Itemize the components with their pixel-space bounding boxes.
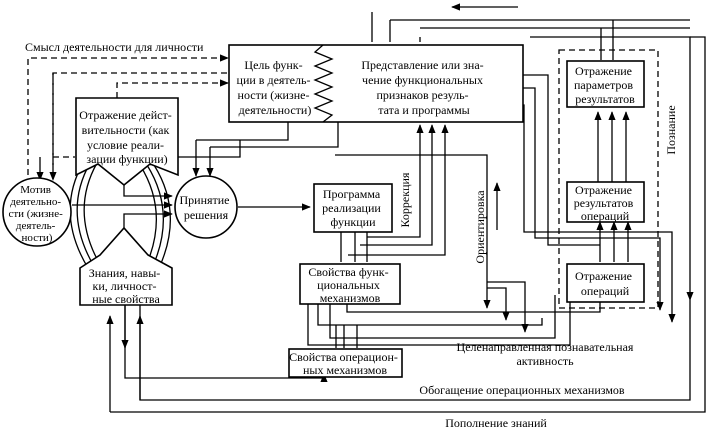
result-params-box (566, 60, 645, 108)
motive-text: Мотив деятельно- сти (жизне- деятель- но… (8, 184, 65, 244)
orientation-arrow (335, 154, 491, 309)
orient-link-3 (487, 281, 529, 333)
representation-text: Представление или зна- чение функциональ… (361, 58, 486, 117)
functional-mechanisms-box (299, 263, 401, 305)
correction-arrow-2 (360, 124, 436, 246)
purposeful-activity-label-2: активность (516, 354, 574, 368)
cognition-label: Познание (664, 105, 678, 154)
fm-line-3 (307, 300, 571, 346)
correction-label: Коррекция (398, 172, 412, 227)
rep-right-2 (523, 87, 664, 311)
link-c (196, 122, 289, 141)
operational-mechanisms-text: Свойства операцион- ных механизмов (289, 350, 401, 377)
operation-results-box (566, 181, 645, 223)
program-text: Программа реализации функции (322, 187, 384, 229)
purposeful-activity-label-1: Целенаправленная познавательная (457, 340, 634, 354)
goal-representation-box (228, 44, 524, 123)
reality-reflection-text: Отражение дейст- вительности (как услови… (79, 108, 174, 166)
meaning-arrow (27, 54, 229, 175)
meaning-label: Смысл деятельности для личности (25, 40, 204, 54)
orientation-label: Ориентировка (473, 190, 487, 264)
operations-text: Отражение операций (575, 269, 635, 298)
operation-results-text: Отражение результатов операций (574, 183, 637, 223)
knowledge-text: Знания, навы- ки, личност- ные свойства (89, 266, 164, 306)
fm-line-2 (317, 300, 543, 326)
program-box (313, 183, 393, 233)
rep-right-1 (523, 74, 600, 246)
link-b (210, 122, 339, 148)
motive-circle (2, 177, 72, 247)
replenishment-loop (110, 36, 706, 413)
functional-mechanisms-text: Свойства функ- циональных механизмов (308, 265, 391, 305)
knowledge-to-decision (123, 210, 173, 228)
reflection-to-decision (123, 185, 173, 200)
goal-text: Цель функ- ции в деятель- ности (жизне- … (237, 58, 314, 117)
decision-text: Принятие решения (179, 193, 232, 222)
operations-box (566, 263, 645, 303)
knowledge-box (79, 226, 173, 306)
enrichment-label: Обогащение операционных механизмов (419, 383, 625, 397)
correction-arrow-1 (367, 124, 424, 238)
link-a (175, 140, 241, 158)
dashed-link-3 (116, 79, 229, 98)
cognition-frame (558, 49, 659, 309)
orient-link-2 (487, 287, 510, 321)
decision-circle (174, 175, 238, 239)
correction-arrow-3 (348, 124, 449, 256)
fm-line-1 (329, 295, 556, 339)
reality-reflection-box (75, 97, 179, 187)
replenishment-label: Пополнение знаний (445, 416, 547, 430)
result-params-text: Отражение параметров результатов (574, 64, 636, 106)
operational-mechanisms-box (288, 348, 403, 378)
zigzag-divider (313, 44, 334, 123)
om-link-1 (346, 300, 601, 313)
